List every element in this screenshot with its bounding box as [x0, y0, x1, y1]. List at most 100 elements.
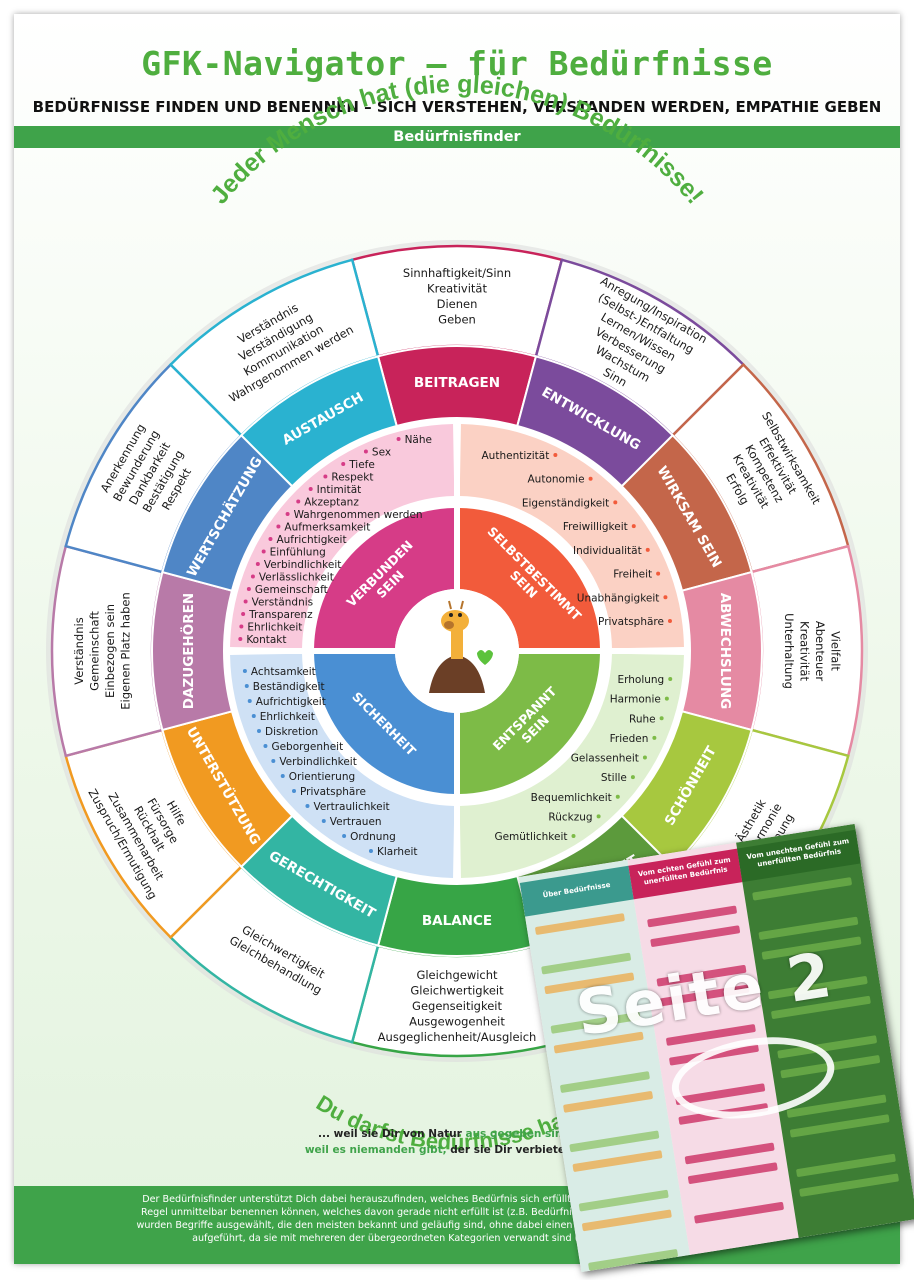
bullet	[305, 804, 310, 808]
bullet	[276, 524, 281, 529]
core-item: Geborgenheit	[271, 741, 343, 753]
core-item: Autonomie	[528, 474, 585, 486]
core-quadrant	[314, 652, 456, 794]
core-item: Aufmerksamkeit	[284, 522, 370, 534]
core-item: Kontakt	[246, 634, 286, 646]
bullet	[667, 619, 672, 623]
bullet	[246, 587, 251, 591]
page-subtitle: BEDÜRFNISSE FINDEN UND BENENNEN – SICH V…	[32, 98, 882, 116]
need-item: Kreativität	[797, 621, 811, 681]
bullet	[268, 537, 273, 541]
need-item: Ausgeglichenheit/Ausgleich	[378, 1030, 537, 1044]
bullet	[244, 684, 249, 688]
bullet	[596, 814, 601, 819]
core-item: Privatsphäre	[598, 616, 664, 628]
core-item: Ehrlichkeit	[247, 622, 302, 634]
core-item: Respekt	[331, 472, 373, 484]
bullet	[321, 819, 326, 823]
page-title: GFK-Navigator – für Bedürfnisse	[141, 44, 773, 83]
core-item: Verbindlichkeit	[279, 756, 357, 768]
core-item: Frieden	[610, 733, 649, 745]
footer-line: Regel unmittelbar benennen können, welch…	[141, 1207, 779, 1218]
core-item: Freiheit	[613, 569, 652, 581]
bullet	[642, 755, 647, 760]
core-item: Einfühlung	[270, 547, 326, 559]
core-item: Vertrauen	[330, 816, 382, 828]
bullet	[241, 612, 246, 616]
footer-line: wurden Begriffe ausgewählt, die den meis…	[136, 1220, 784, 1231]
arc-top-text: Jeder Mensch hat (die gleichen) Bedürfni…	[205, 70, 709, 209]
core-item: Authentizität	[482, 450, 550, 462]
core-item: Gemütlichkeit	[494, 831, 567, 843]
core-item: Vertraulichkeit	[313, 801, 389, 813]
category-label: DAZUGEHÖREN	[179, 593, 197, 709]
core-item: Unabhängigkeit	[577, 592, 660, 604]
tagline-2a: weil es niemanden gibt,	[304, 1144, 447, 1156]
core-item: Erholung	[617, 674, 664, 686]
bullet	[256, 729, 261, 733]
core-item: Nähe	[405, 434, 432, 446]
core-item: Orientierung	[289, 771, 355, 783]
need-item: Verständnis	[72, 617, 86, 684]
core-item: Tiefe	[348, 459, 375, 471]
bullet	[341, 462, 346, 466]
core-item: Wahrgenommen werden	[294, 509, 423, 521]
bullet	[292, 789, 296, 793]
core-item: Verlässlichkeit	[259, 572, 334, 584]
bullet	[588, 476, 593, 481]
bullet	[280, 774, 285, 778]
bullet	[238, 637, 243, 641]
core-item: Individualität	[573, 545, 642, 557]
need-item: Gemeinschaft	[87, 611, 101, 691]
bullet	[242, 669, 247, 673]
category-label: BEITRAGEN	[414, 375, 500, 391]
bullet	[243, 599, 248, 604]
core-item: Bequemlichkeit	[531, 792, 612, 804]
need-item: Einbezogen sein	[103, 604, 117, 698]
bullet	[659, 716, 664, 721]
core-item: Ruhe	[629, 713, 656, 725]
bullet	[664, 696, 669, 701]
giraffe-icon	[429, 600, 493, 693]
core-item: Sex	[372, 447, 391, 459]
bullet	[663, 595, 668, 600]
bullet	[396, 437, 401, 441]
bullet	[668, 677, 673, 681]
footer-text: Der Bedürfnisfinder unterstützt Dich dab…	[60, 1193, 860, 1245]
need-item: Ausgewogenheit	[409, 1015, 505, 1029]
core-item: Beständigkeit	[253, 681, 325, 693]
bullet	[323, 474, 328, 479]
bullet	[553, 453, 558, 457]
core-item: Harmonie	[610, 694, 661, 706]
core-quadrant-bg	[459, 424, 684, 649]
core-item: Klarheit	[377, 846, 418, 858]
bullet	[250, 574, 255, 579]
section-bar: Bedürfnisfinder	[14, 126, 900, 148]
core-item: Privatsphäre	[300, 786, 366, 798]
core-item: Gemeinschaft	[255, 584, 328, 596]
core-item: Ordnung	[350, 831, 396, 843]
bullet	[251, 714, 256, 718]
page-two-preview: Über Bedürfnisse Vom echten Gefühl zum u…	[518, 823, 914, 1273]
need-item: Abenteuer	[813, 621, 827, 681]
bullet	[631, 524, 636, 529]
need-item: Unterhaltung	[782, 613, 796, 689]
core-item: Aufrichtigkeit	[256, 696, 326, 708]
category-label: BALANCE	[422, 913, 492, 929]
bullet	[342, 834, 347, 838]
core-item: Gelassenheit	[571, 753, 639, 765]
core-item: Eigenständigkeit	[522, 497, 609, 509]
bullet	[613, 500, 618, 505]
arc-top-path: Jeder Mensch hat (die gleichen) Bedürfni…	[205, 70, 709, 209]
bullet	[296, 499, 301, 504]
core-item: Verständnis	[252, 597, 314, 609]
sector-items: Sinnhaftigkeit/SinnKreativitätDienenGebe…	[403, 266, 511, 327]
core-item: Akzeptanz	[304, 497, 359, 509]
bullet	[271, 759, 276, 763]
bullet	[261, 549, 266, 554]
core-quadrant-bg	[230, 653, 455, 878]
core-quadrant-bg	[459, 653, 684, 878]
sector-items: GleichgewichtGleichwertigkeitGegenseitig…	[378, 968, 537, 1044]
